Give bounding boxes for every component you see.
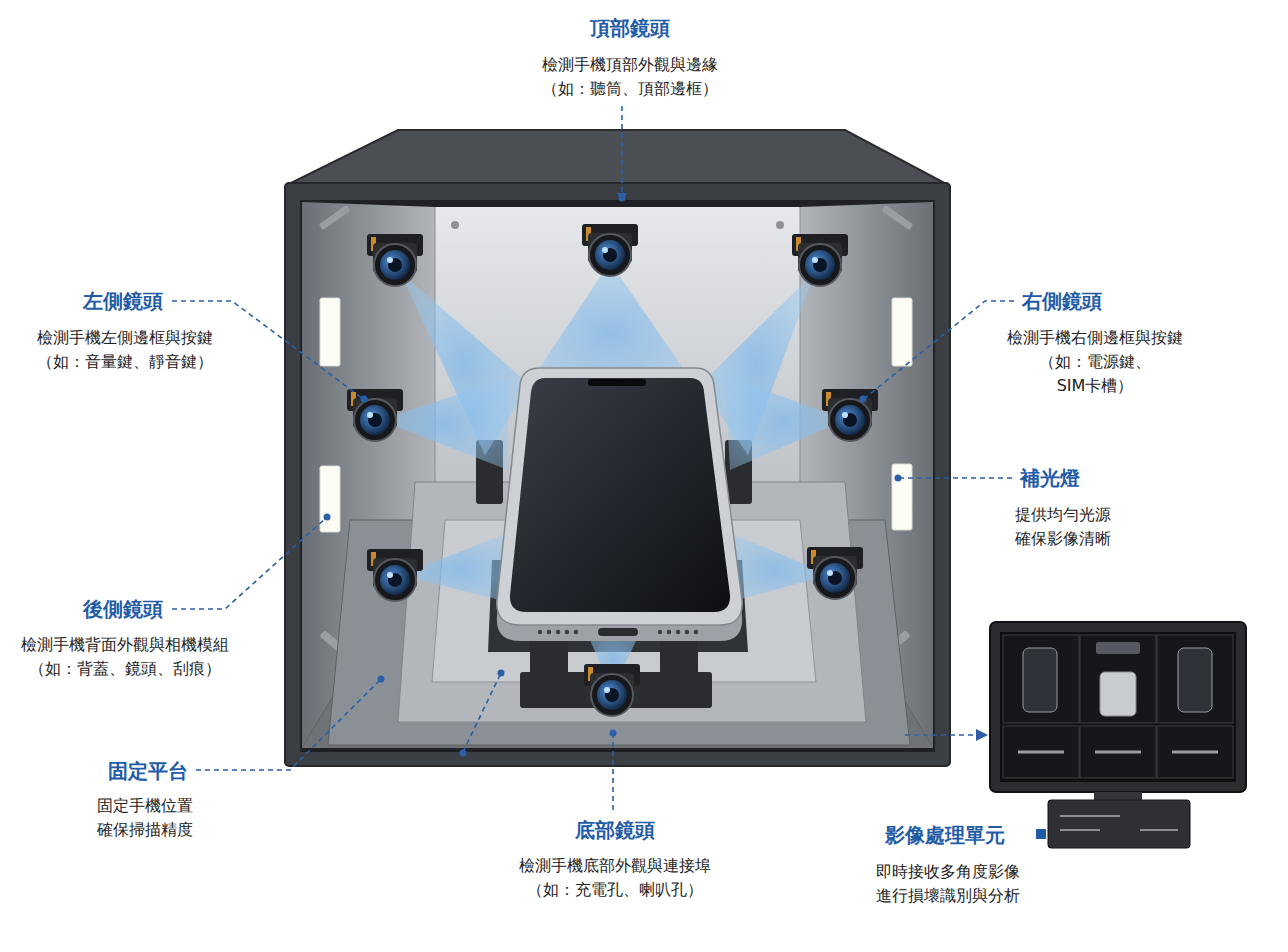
callout-description: 檢測手機右側邊框與按鍵 （如：電源鍵、SIM卡槽）	[1001, 326, 1189, 398]
callout-description: 固定手機位置 確保掃描精度	[97, 794, 203, 842]
corner-peg	[881, 205, 913, 230]
screw	[451, 221, 459, 229]
camera-beams	[380, 262, 845, 692]
bottom-clamp	[530, 640, 568, 674]
fill-light	[892, 298, 912, 366]
screen-phone	[1178, 648, 1212, 712]
corner-peg	[319, 205, 351, 230]
processing-unit	[1048, 800, 1190, 848]
monitor-screen	[1000, 632, 1236, 782]
bullet-square	[1036, 829, 1046, 839]
leader-line	[196, 680, 380, 770]
phone-screen	[510, 378, 730, 612]
callout-description: 檢測手機底部外觀與連接埠 （如：充電孔、喇叭孔）	[513, 854, 717, 902]
callout-heading: 右側鏡頭	[1022, 287, 1102, 315]
fill-light	[892, 464, 912, 530]
box-top	[285, 130, 950, 186]
box-frame	[285, 183, 950, 766]
camera-right-bottom	[807, 547, 863, 599]
leader-line	[172, 518, 326, 609]
monitor	[990, 622, 1246, 792]
screen-camera	[1096, 642, 1140, 654]
callout-description: 即時接收多角度影像 進行損壞識別與分析	[876, 860, 1030, 908]
arrow-head	[976, 729, 988, 741]
phone-frame	[497, 368, 742, 625]
leader-line	[905, 734, 978, 736]
callout-heading: 影像處理單元	[885, 821, 1005, 849]
callout-description: 檢測手機頂部外觀與邊緣 （如：聽筒、頂部邊框）	[536, 53, 724, 101]
camera-left-top	[367, 234, 423, 286]
fill-light	[320, 466, 340, 532]
leader-line	[612, 735, 614, 810]
leader-line	[621, 106, 623, 196]
leader-line	[172, 301, 362, 398]
camera-left-bottom	[367, 549, 423, 601]
bottom-clamp	[660, 640, 698, 674]
phone-notch	[588, 379, 646, 386]
callout-heading: 頂部鏡頭	[590, 14, 670, 42]
callout-heading: 後側鏡頭	[83, 595, 163, 623]
speaker-holes	[538, 630, 698, 634]
camera-bottom	[584, 664, 640, 716]
arrow-head	[617, 193, 627, 201]
callout-description: 檢測手機背面外觀與相機模組 （如：背蓋、鏡頭、刮痕）	[15, 633, 235, 681]
unit-slots	[1060, 816, 1178, 830]
box-opening	[300, 200, 935, 752]
camera-left-mid	[347, 389, 403, 441]
leader-line	[865, 301, 1014, 398]
callout-heading: 左側鏡頭	[83, 287, 163, 315]
screen-phone	[1023, 648, 1057, 712]
callout-heading: 底部鏡頭	[575, 816, 655, 844]
fill-light	[320, 298, 340, 366]
screen-detail	[1018, 751, 1218, 754]
callout-heading: 補光燈	[1020, 464, 1080, 492]
leader-line	[463, 675, 500, 752]
callout-heading: 固定平台	[108, 757, 188, 785]
camera-right-mid	[822, 389, 878, 441]
screw	[776, 221, 784, 229]
leader-lines	[172, 106, 1014, 810]
callout-description: 提供均勻光源 確保影像清晰	[1015, 503, 1121, 551]
wall-edge	[435, 207, 436, 525]
charging-port	[598, 628, 638, 636]
camera-right-top	[792, 234, 848, 286]
screen-phone-back	[1100, 672, 1136, 716]
leader-dots	[324, 195, 902, 757]
screen-grid	[1003, 635, 1233, 778]
camera-top	[582, 224, 638, 276]
callout-description: 檢測手機左側邊框與按鍵 （如：音量鍵、靜音鍵）	[31, 326, 219, 374]
leader-line	[900, 477, 1012, 479]
